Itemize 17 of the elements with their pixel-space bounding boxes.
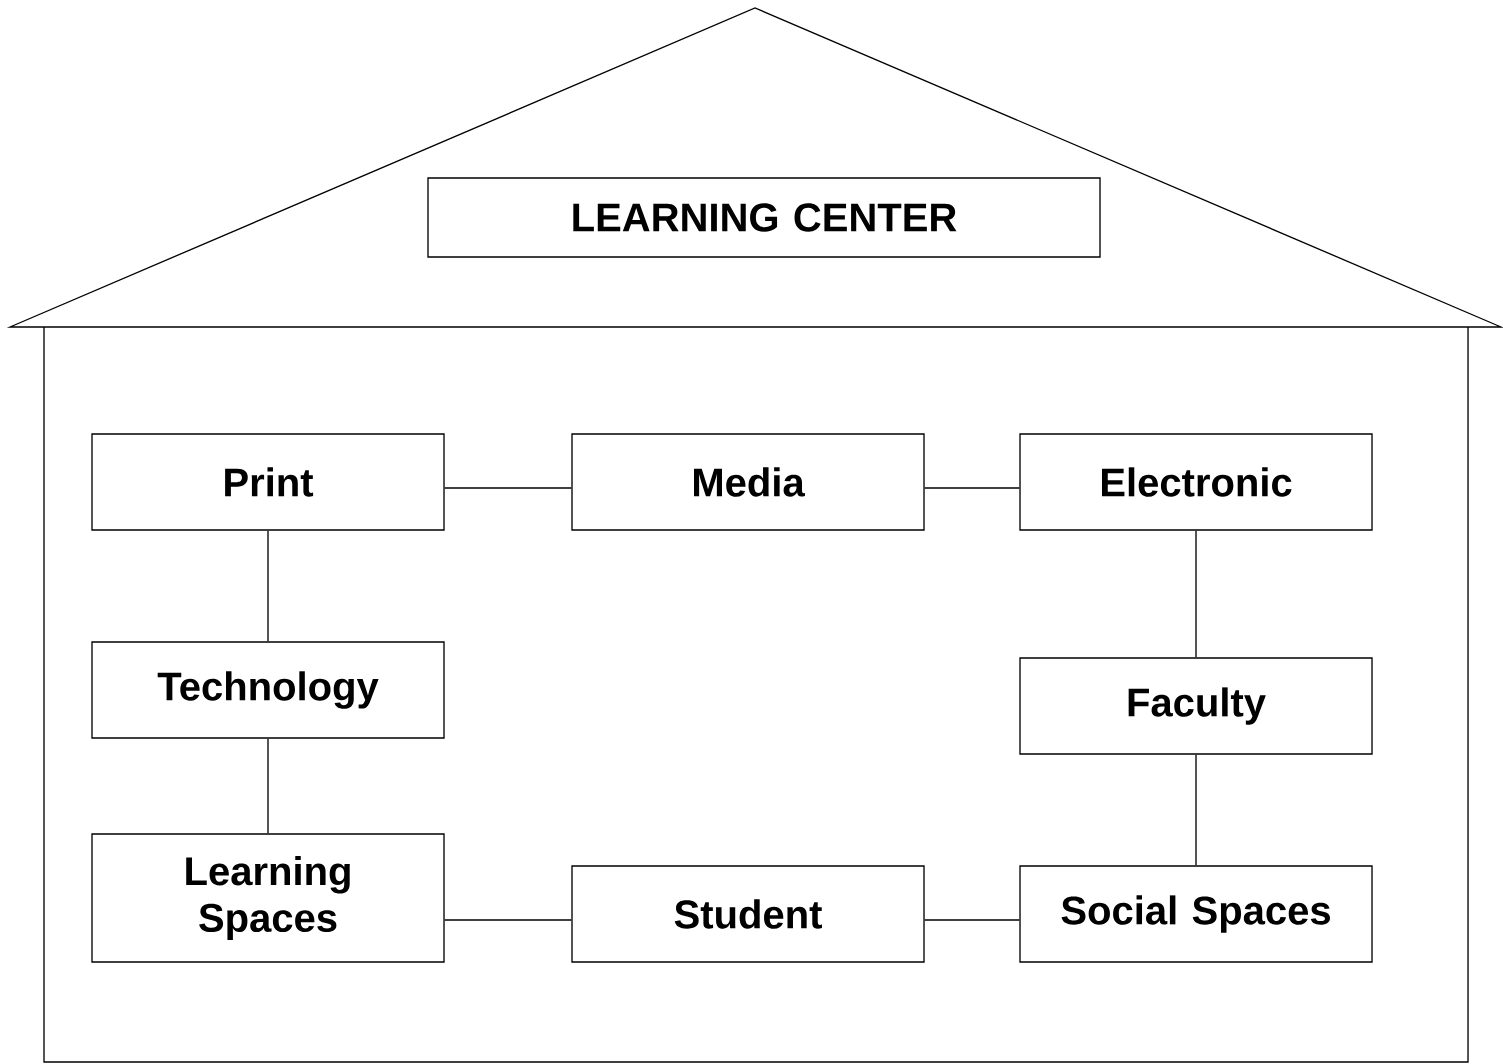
connector-line [444, 487, 572, 489]
connector-line [924, 919, 1020, 921]
concept-box: Faculty [1019, 657, 1373, 755]
connector-line [924, 487, 1020, 489]
concept-box: Print [91, 433, 445, 531]
concept-box: Technology [91, 641, 445, 739]
connector-line [267, 530, 269, 642]
concept-box: Social Spaces [1019, 865, 1373, 963]
connector-line [267, 738, 269, 834]
connector-line [1195, 530, 1197, 658]
title-box: LEARNING CENTER [427, 177, 1101, 258]
concept-box: Student [571, 865, 925, 963]
concept-box: Media [571, 433, 925, 531]
connector-line [1195, 754, 1197, 866]
concept-box: Learning Spaces [91, 833, 445, 963]
connector-line [444, 919, 572, 921]
concept-box: Electronic [1019, 433, 1373, 531]
